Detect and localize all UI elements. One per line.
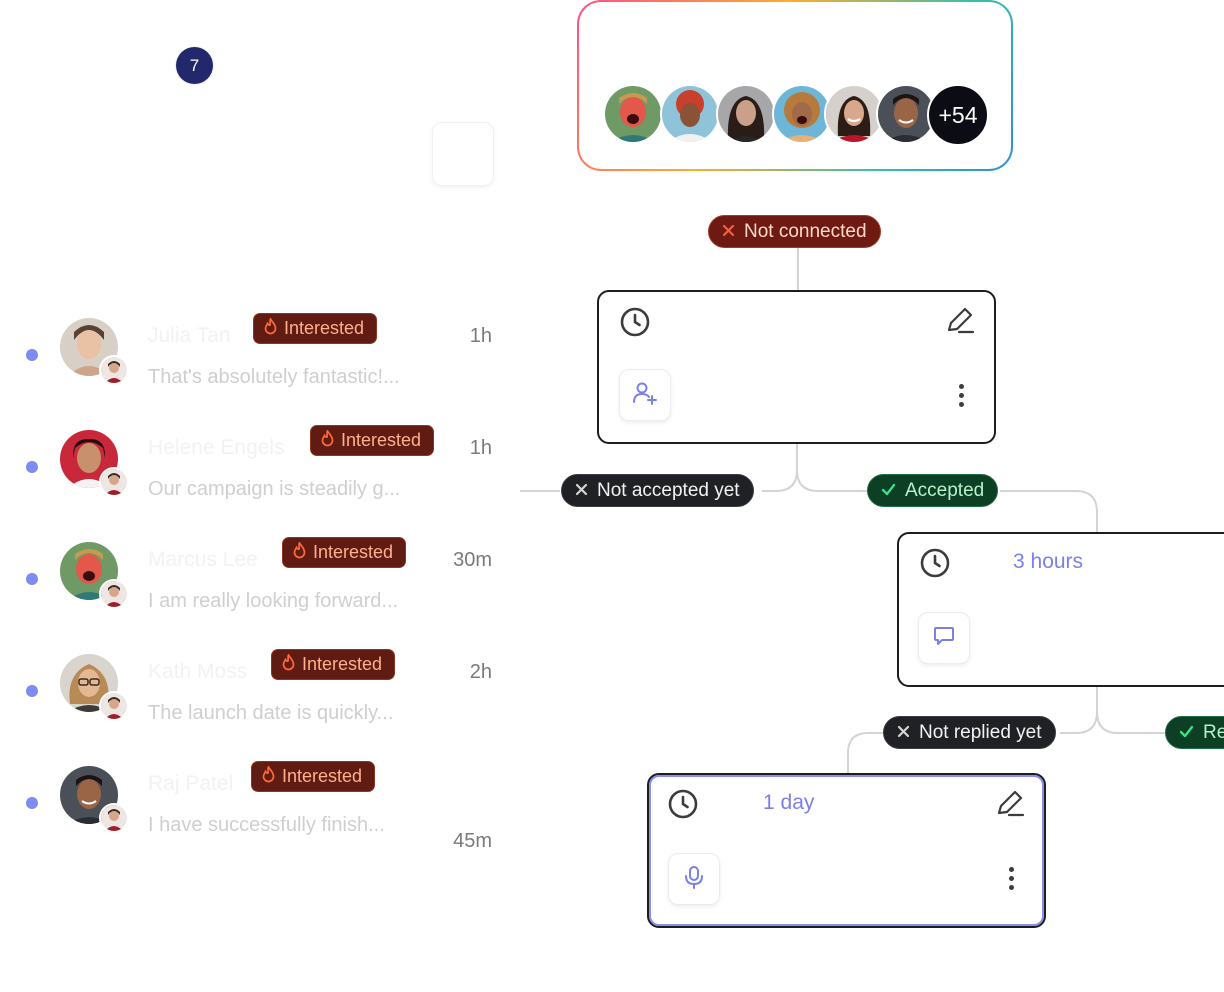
unread-dot — [26, 797, 38, 809]
sender-name: Raj Patel — [148, 772, 234, 795]
account-avatar — [99, 691, 129, 721]
user-plus-icon-tile — [619, 369, 671, 421]
unread-dot — [26, 573, 38, 585]
message-preview: I am really looking forward... — [148, 590, 399, 612]
delay-label: 1 day — [763, 791, 815, 814]
clock-icon — [919, 547, 951, 584]
clock-icon — [667, 788, 699, 825]
account-avatar — [99, 803, 129, 833]
message-time: 1h — [469, 325, 492, 347]
message-row[interactable]: Helene Engels Interested 1h Our campaign… — [0, 422, 500, 532]
close-icon — [575, 480, 588, 502]
microphone-icon-tile — [668, 853, 720, 905]
message-row[interactable]: Marcus Lee Interested 30m I am really lo… — [0, 534, 500, 644]
tag-label: Interested — [302, 654, 383, 674]
close-icon — [722, 221, 735, 243]
lead-avatar — [603, 84, 663, 144]
message-time: 1h — [469, 437, 492, 459]
sender-name: Marcus Lee — [148, 548, 258, 571]
lead-avatar — [660, 84, 720, 144]
lead-avatar — [876, 84, 936, 144]
more-options-icon[interactable] — [959, 384, 965, 411]
tag-label: Interested — [313, 542, 394, 562]
interested-tag: Interested — [282, 537, 407, 568]
message-time: 45m — [453, 830, 492, 852]
branch-label-text: Not accepted yet — [597, 479, 740, 501]
branch-label-text: Re — [1203, 721, 1224, 743]
unread-dot — [26, 461, 38, 473]
message-row[interactable]: Julia Tan Interested 1h That's absolutel… — [0, 310, 500, 420]
more-options-icon[interactable] — [1009, 867, 1015, 894]
sender-name: Julia Tan — [148, 324, 231, 347]
chat-bubble-icon — [932, 624, 956, 653]
branch-label-replied: Re — [1165, 716, 1224, 749]
avatar — [60, 654, 118, 712]
step-card-message[interactable]: 3 hours — [897, 532, 1224, 687]
step-card-invite[interactable] — [597, 290, 996, 444]
fire-icon — [281, 652, 296, 676]
edit-pencil-icon[interactable] — [945, 305, 975, 340]
delay-label: 3 hours — [1013, 550, 1084, 573]
unread-dot — [26, 685, 38, 697]
branch-label-not-replied: Not replied yet — [883, 716, 1056, 749]
fire-icon — [261, 764, 276, 788]
message-row[interactable]: Kath Moss Interested 2h The launch date … — [0, 646, 500, 756]
fire-icon — [320, 428, 335, 452]
lead-avatar — [772, 84, 832, 144]
message-row[interactable]: Raj Patel Interested 45m I have successf… — [0, 758, 500, 868]
branch-label-text: Accepted — [905, 479, 985, 501]
tag-label: Interested — [341, 430, 422, 450]
message-time: 30m — [453, 549, 492, 571]
close-icon — [897, 722, 910, 744]
message-preview: The launch date is quickly... — [148, 702, 394, 724]
lead-avatar — [716, 84, 776, 144]
account-avatar — [99, 355, 129, 385]
faded-action-button[interactable] — [432, 122, 494, 186]
step-card-voice[interactable]: 1 day — [647, 773, 1046, 928]
sender-name: Helene Engels — [148, 436, 285, 459]
branch-label-not-accepted: Not accepted yet — [561, 474, 754, 507]
branch-label-not-connected: Not connected — [708, 215, 881, 248]
fire-icon — [263, 316, 278, 340]
tag-label: Interested — [282, 766, 363, 786]
message-time: 2h — [469, 661, 492, 683]
chat-icon-tile — [918, 612, 970, 664]
notification-count-badge[interactable]: 7 — [176, 47, 213, 84]
account-avatar — [99, 467, 129, 497]
check-icon — [881, 480, 896, 502]
user-plus-icon — [632, 380, 658, 411]
unread-dot — [26, 349, 38, 361]
interested-tag: Interested — [253, 313, 378, 344]
fire-icon — [292, 540, 307, 564]
message-preview: I have successfully finish... — [148, 814, 385, 836]
sender-name: Kath Moss — [148, 660, 248, 683]
audience-card[interactable]: +54 — [577, 0, 1013, 171]
message-preview: Our campaign is steadily g... — [148, 478, 401, 500]
tag-label: Interested — [284, 318, 365, 338]
microphone-icon — [682, 864, 706, 895]
avatar — [60, 430, 118, 488]
clock-icon — [619, 306, 651, 343]
avatar — [60, 318, 118, 376]
interested-tag: Interested — [310, 425, 435, 456]
interested-tag: Interested — [251, 761, 376, 792]
branch-label-text: Not connected — [744, 220, 867, 242]
more-leads-count[interactable]: +54 — [927, 84, 989, 146]
branch-label-accepted: Accepted — [867, 474, 999, 507]
check-icon — [1179, 722, 1194, 744]
interested-tag: Interested — [271, 649, 396, 680]
edit-pencil-icon[interactable] — [995, 788, 1025, 823]
account-avatar — [99, 579, 129, 609]
branch-label-text: Not replied yet — [919, 721, 1042, 743]
message-preview: That's absolutely fantastic!... — [148, 366, 400, 388]
lead-avatar — [824, 84, 884, 144]
